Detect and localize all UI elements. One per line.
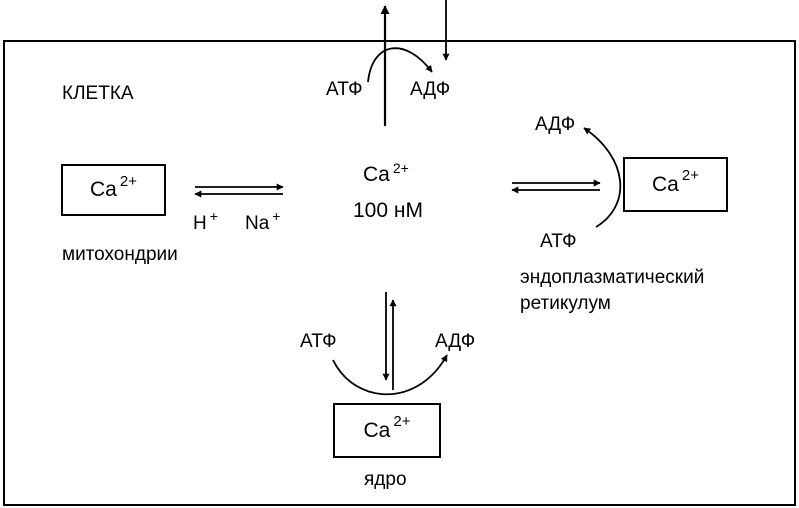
na-ion: Na: [245, 213, 270, 234]
mitochondria-label: митохондрии: [62, 244, 178, 265]
na-charge: +: [272, 208, 281, 224]
cytosol-ion: Ca: [363, 163, 390, 186]
h-charge: +: [209, 208, 218, 224]
er-label-line1: эндоплазматический: [520, 267, 705, 288]
top-atp-adp-curve: [367, 47, 433, 83]
cytosol-charge: 2+: [392, 160, 409, 176]
er-charge: 2+: [681, 167, 699, 184]
top-adp-label: АДФ: [410, 79, 451, 100]
er-adp-label: АДФ: [535, 114, 576, 135]
cytosol-concentration: 100 нМ: [353, 199, 423, 222]
nucleus-atp-label: АТФ: [300, 331, 337, 352]
er-ion: Ca: [652, 172, 679, 196]
sodium-ion: Na+: [245, 209, 280, 234]
nucleus-adp-label: АДФ: [435, 331, 476, 352]
mito-ion: Ca: [90, 178, 117, 201]
hydrogen-ion: H+: [193, 209, 218, 234]
nucleus-ion: Ca: [363, 418, 391, 442]
nucleus-atp-adp-curve: [332, 354, 448, 396]
er-atp-label: АТФ: [540, 231, 577, 252]
er-label-line2: ретикулум: [520, 293, 611, 314]
cell-membrane: [3, 40, 796, 506]
mito-charge: 2+: [119, 172, 137, 190]
h-ion: H: [193, 213, 207, 234]
cell-label: КЛЕТКА: [62, 83, 134, 104]
er-atp-adp-curve: [583, 127, 622, 228]
nucleus-charge: 2+: [393, 413, 411, 430]
top-atp-label: АТФ: [326, 79, 363, 100]
nucleus-label: ядро: [364, 469, 407, 490]
